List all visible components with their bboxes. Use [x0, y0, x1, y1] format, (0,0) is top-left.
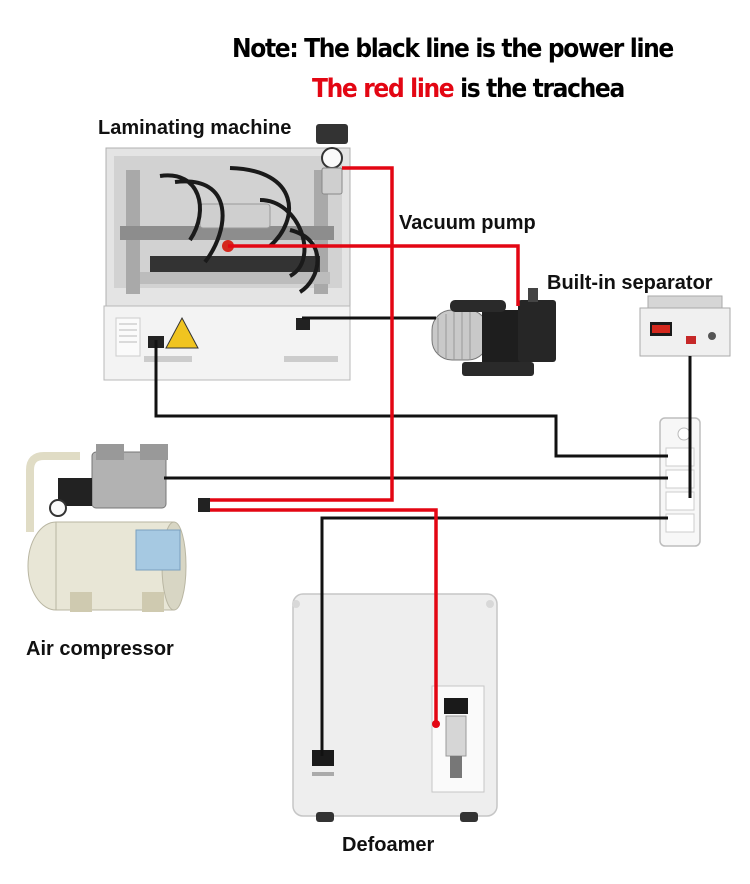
- label-defoamer: Defoamer: [342, 834, 435, 856]
- power-lines: [154, 316, 692, 756]
- trachea-main: [206, 166, 394, 502]
- power-strip: [659, 417, 701, 547]
- air-compressor: [26, 444, 187, 612]
- laminating-machine: [103, 124, 351, 381]
- label-laminating-machine: Laminating machine: [98, 117, 292, 139]
- label-air-compressor: Air compressor: [26, 638, 174, 660]
- trachea-vacuum: [228, 244, 520, 306]
- vacuum-pump: [431, 288, 556, 376]
- air-tee-connector: [198, 498, 210, 512]
- label-built-in-separator: Built-in separator: [547, 272, 713, 294]
- note-trachea: The red line is the trachea: [312, 74, 625, 104]
- trachea-fitting: [432, 720, 440, 728]
- label-vacuum-pump: Vacuum pump: [399, 212, 536, 234]
- trachea-defoamer: [206, 508, 438, 724]
- built-in-separator: [639, 295, 731, 357]
- trachea-text: is the trachea: [453, 74, 625, 104]
- note-power-line: Note: The black line is the power line: [232, 34, 674, 64]
- trachea-lines: [206, 166, 520, 724]
- power-line-laminator: [154, 340, 668, 458]
- defoamer: [292, 593, 498, 822]
- red-line-text: The red line: [312, 74, 455, 104]
- power-line-defoamer: [320, 516, 668, 756]
